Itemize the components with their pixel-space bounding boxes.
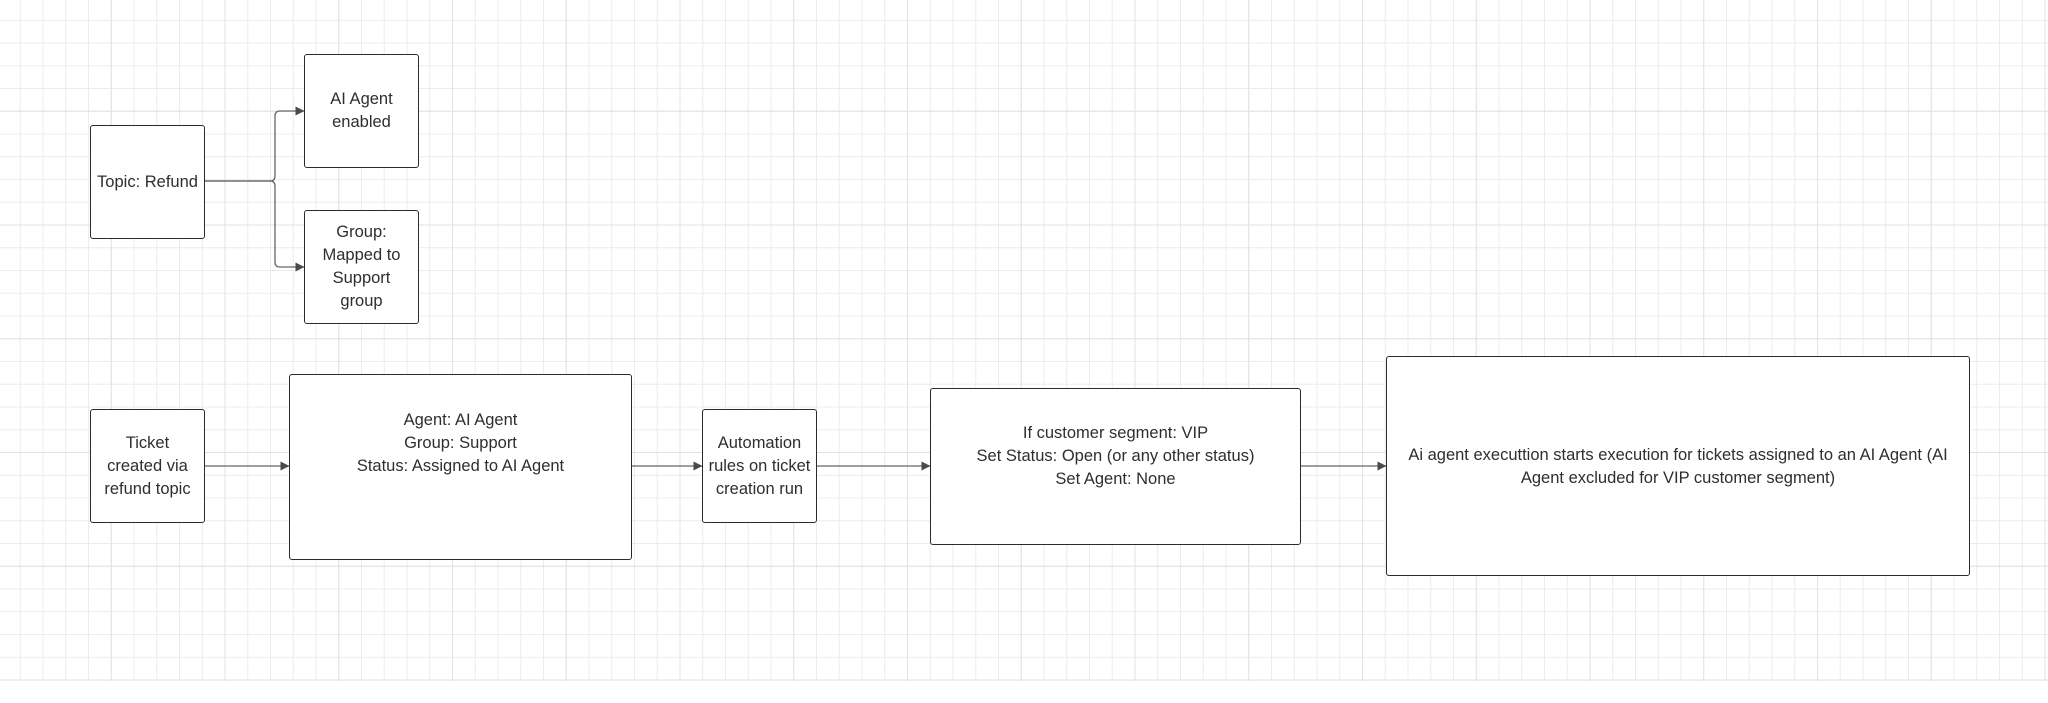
node-ai-agent-enabled-label: AI Agent enabled xyxy=(330,90,393,131)
node-topic-refund[interactable]: Topic: Refund xyxy=(90,125,205,239)
node-automation-rules[interactable]: Automation rules on ticket creation run xyxy=(702,409,817,523)
node-ai-execution-label: Ai agent executtion starts execution for… xyxy=(1408,446,1948,487)
node-ai-execution[interactable]: Ai agent executtion starts execution for… xyxy=(1386,356,1970,576)
canvas-footer-band xyxy=(0,681,2048,703)
edge-topic-to-group xyxy=(205,180,305,272)
node-vip-rule-label: If customer segment: VIP Set Status: Ope… xyxy=(976,424,1255,488)
node-group-mapped[interactable]: Group: Mapped to Support group xyxy=(304,210,419,324)
node-ticket-created[interactable]: Ticket created via refund topic xyxy=(90,409,205,523)
node-topic-refund-label: Topic: Refund xyxy=(97,172,198,191)
edge-topic-to-ai-enabled xyxy=(205,106,305,182)
node-automation-rules-label: Automation rules on ticket creation run xyxy=(708,433,811,498)
node-assignment[interactable]: Agent: AI Agent Group: Support Status: A… xyxy=(289,374,632,560)
node-ticket-created-label: Ticket created via refund topic xyxy=(104,433,191,498)
node-vip-rule[interactable]: If customer segment: VIP Set Status: Ope… xyxy=(930,388,1301,545)
node-assignment-label: Agent: AI Agent Group: Support Status: A… xyxy=(356,411,565,475)
node-group-mapped-label: Group: Mapped to Support group xyxy=(322,223,401,310)
node-ai-agent-enabled[interactable]: AI Agent enabled xyxy=(304,54,419,168)
